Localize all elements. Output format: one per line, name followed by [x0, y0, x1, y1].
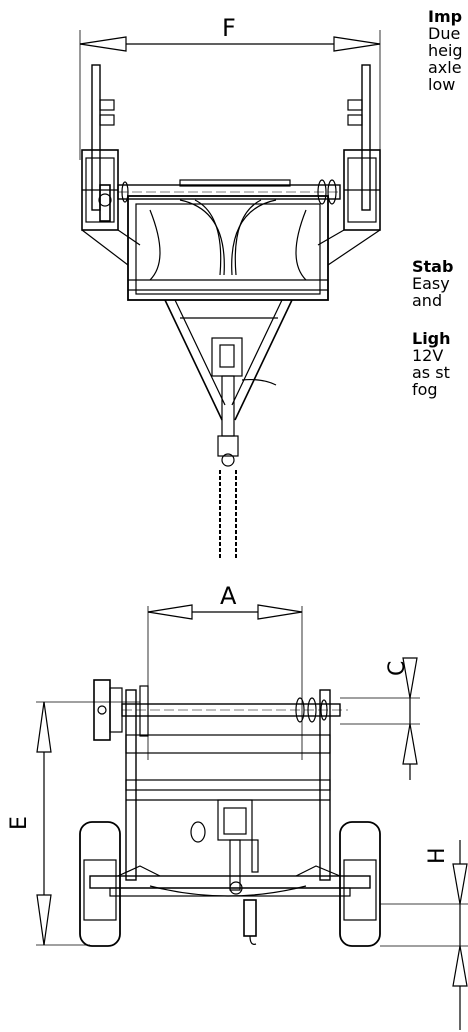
feature-line: Due — [428, 24, 461, 43]
feature-line: heig — [428, 41, 463, 60]
feature-line: 12V — [412, 346, 444, 365]
dimension-h-label: H — [425, 847, 450, 864]
dimension-c — [340, 657, 420, 780]
feature-heading: Imp — [428, 7, 463, 26]
dimension-f — [79, 30, 381, 160]
dimension-c-label: C — [385, 661, 410, 676]
feature-line: fog — [412, 380, 438, 399]
feature-block-1: Imp Due heig axle low — [428, 8, 463, 93]
dimension-h — [380, 840, 468, 1030]
feature-heading: Stab — [412, 257, 454, 276]
feature-block-3: Ligh 12V as st fog — [412, 330, 451, 398]
feature-line: axle — [428, 58, 462, 77]
feature-line: low — [428, 75, 456, 94]
dimension-e — [36, 701, 140, 946]
front-view — [36, 604, 468, 1030]
dimension-e-label: E — [7, 816, 32, 830]
dimension-f-label: F — [222, 14, 236, 42]
feature-line: and — [412, 291, 443, 310]
feature-line: as st — [412, 363, 450, 382]
feature-line: Easy — [412, 274, 450, 293]
top-view — [79, 30, 381, 560]
dimension-a — [147, 604, 303, 760]
feature-block-2: Stab Easy and — [412, 258, 453, 309]
feature-heading: Ligh — [412, 329, 451, 348]
dimension-a-label: A — [220, 582, 237, 610]
